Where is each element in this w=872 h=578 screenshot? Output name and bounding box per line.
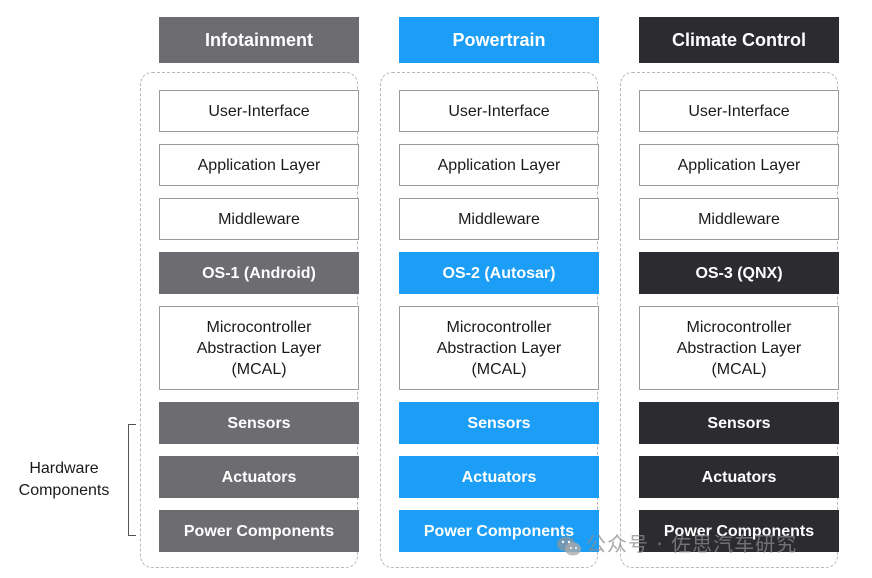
hardware-label-line-1: Hardware <box>29 460 99 477</box>
middleware-layer-label: Middleware <box>458 210 540 228</box>
sensors-box: Sensors <box>399 402 599 444</box>
application-layer: Application Layer <box>159 144 359 186</box>
mcal-label-line: Microcontroller <box>446 318 552 336</box>
sensors-box-label: Sensors <box>467 414 531 432</box>
actuators-box: Actuators <box>399 456 599 498</box>
mcal-label-line: Abstraction Layer <box>196 339 322 357</box>
mcal-label-line: (MCAL) <box>471 360 527 378</box>
application-layer-label: Application Layer <box>677 156 801 174</box>
user-interface-layer-label: User-Interface <box>688 102 790 120</box>
actuators-box: Actuators <box>639 456 839 498</box>
column-header: Climate Control <box>639 17 839 63</box>
middleware-layer: Middleware <box>639 198 839 240</box>
middleware-layer: Middleware <box>399 198 599 240</box>
middleware-layer: Middleware <box>159 198 359 240</box>
power-components-box: Power Components <box>159 510 359 552</box>
middleware-layer-label: Middleware <box>698 210 780 228</box>
os-layer-label: OS-2 (Autosar) <box>442 264 556 282</box>
os-layer-label: OS-1 (Android) <box>202 264 316 282</box>
hardware-bracket <box>128 424 136 536</box>
hardware-components-label: Hardware Components <box>8 458 120 502</box>
hardware-label-line-2: Components <box>18 482 110 499</box>
middleware-layer-label: Middleware <box>218 210 300 228</box>
user-interface-layer: User-Interface <box>159 90 359 132</box>
actuators-box-label: Actuators <box>701 468 777 486</box>
mcal-label-line: (MCAL) <box>711 360 767 378</box>
column-header: Powertrain <box>399 17 599 63</box>
actuators-box-label: Actuators <box>461 468 537 486</box>
user-interface-layer-label: User-Interface <box>208 102 310 120</box>
power-components-box-label: Power Components <box>423 522 575 540</box>
wechat-icon <box>557 536 581 555</box>
sensors-box-label: Sensors <box>227 414 291 432</box>
sensors-box-label: Sensors <box>707 414 771 432</box>
application-layer-label: Application Layer <box>197 156 321 174</box>
application-layer: Application Layer <box>399 144 599 186</box>
mcal-label-line: Microcontroller <box>206 318 312 336</box>
os-layer: OS-2 (Autosar) <box>399 252 599 294</box>
os-layer-label: OS-3 (QNX) <box>695 264 783 282</box>
user-interface-layer-label: User-Interface <box>448 102 550 120</box>
sensors-box: Sensors <box>159 402 359 444</box>
os-layer: OS-1 (Android) <box>159 252 359 294</box>
actuators-box: Actuators <box>159 456 359 498</box>
power-components-box: Power Components <box>639 510 839 552</box>
application-layer-label: Application Layer <box>437 156 561 174</box>
application-layer: Application Layer <box>639 144 839 186</box>
mcal-label-line: Microcontroller <box>686 318 792 336</box>
mcal-label-line: Abstraction Layer <box>676 339 802 357</box>
mcal-label-line: Abstraction Layer <box>436 339 562 357</box>
sensors-box: Sensors <box>639 402 839 444</box>
os-layer: OS-3 (QNX) <box>639 252 839 294</box>
watermark-text: 公众号 · 佐思汽车研究 <box>586 532 798 556</box>
power-components-box-label: Power Components <box>663 522 815 540</box>
user-interface-layer: User-Interface <box>639 90 839 132</box>
user-interface-layer: User-Interface <box>399 90 599 132</box>
power-components-box-label: Power Components <box>183 522 335 540</box>
mcal-label-line: (MCAL) <box>231 360 287 378</box>
watermark: 公众号 · 佐思汽车研究 <box>556 528 797 557</box>
column-header: Infotainment <box>159 17 359 63</box>
actuators-box-label: Actuators <box>221 468 297 486</box>
